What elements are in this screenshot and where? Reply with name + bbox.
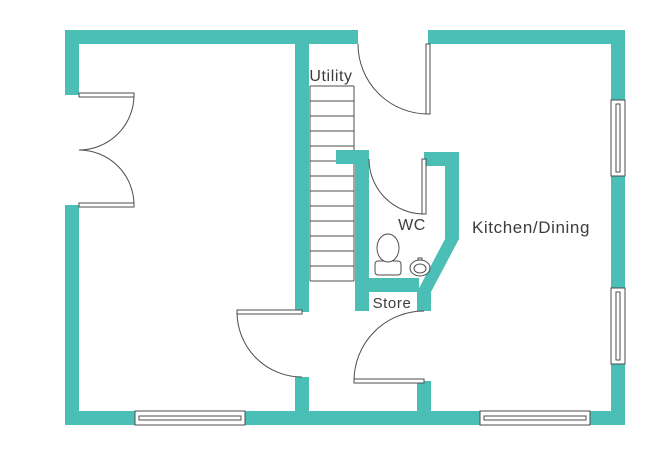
entrance-door-leaf-top	[78, 92, 135, 98]
fixtures	[374, 233, 431, 277]
doors-windows	[78, 43, 626, 426]
window-glazing	[483, 415, 587, 421]
room-label-kitchen-dining: Kitchen/Dining	[472, 218, 590, 237]
wall-wc-bottom	[369, 278, 419, 292]
wall-utility-stub	[336, 150, 369, 164]
wall-hall-stub	[417, 381, 431, 411]
wall-top-left	[65, 30, 358, 44]
wall-left-lower	[65, 205, 79, 425]
left-room-door-leaf	[236, 309, 303, 315]
wall-wc-left	[355, 150, 369, 311]
back-door-leaf	[425, 43, 431, 115]
entrance-door-leaf-bottom	[78, 202, 135, 208]
room-label-store: Store	[373, 295, 412, 312]
back-door-arc	[357, 43, 429, 115]
kitchen-door-arc	[353, 310, 425, 382]
wall-store-stub	[417, 292, 431, 311]
entrance-door-arc-bottom	[78, 149, 135, 206]
window-bottom-left	[134, 410, 246, 426]
window-glazing	[138, 415, 242, 421]
staircase	[309, 85, 355, 282]
wc-door-arc	[368, 158, 425, 215]
washbasin-icon	[409, 257, 431, 277]
window-glazing	[615, 291, 621, 361]
room-label-wc: WC	[398, 217, 426, 234]
kitchen-door-leaf	[353, 378, 425, 384]
wc-door-leaf	[421, 158, 427, 215]
toilet-bowl	[376, 233, 400, 263]
left-room-door-arc	[236, 311, 303, 378]
room-labels: Utility WC Kitchen/Dining Store	[309, 68, 590, 312]
basin-inner	[413, 263, 427, 274]
wall-room-divider-stub	[295, 377, 309, 411]
wall-room-divider	[295, 44, 309, 312]
toilet-icon	[374, 233, 402, 276]
wall-wc-right	[445, 152, 459, 239]
room-label-utility: Utility	[309, 68, 352, 85]
wall-top-right	[428, 30, 625, 44]
entrance-door-arc-top	[78, 94, 135, 151]
window-right-lower	[610, 287, 626, 365]
window-glazing	[615, 103, 621, 173]
wall-right	[611, 30, 625, 425]
window-bottom-right	[479, 410, 591, 426]
stair-treads	[309, 85, 355, 282]
wall-wc-angled	[417, 239, 459, 292]
window-right-upper	[610, 99, 626, 177]
toilet-cistern	[374, 260, 402, 276]
wall-left-upper	[65, 30, 79, 95]
